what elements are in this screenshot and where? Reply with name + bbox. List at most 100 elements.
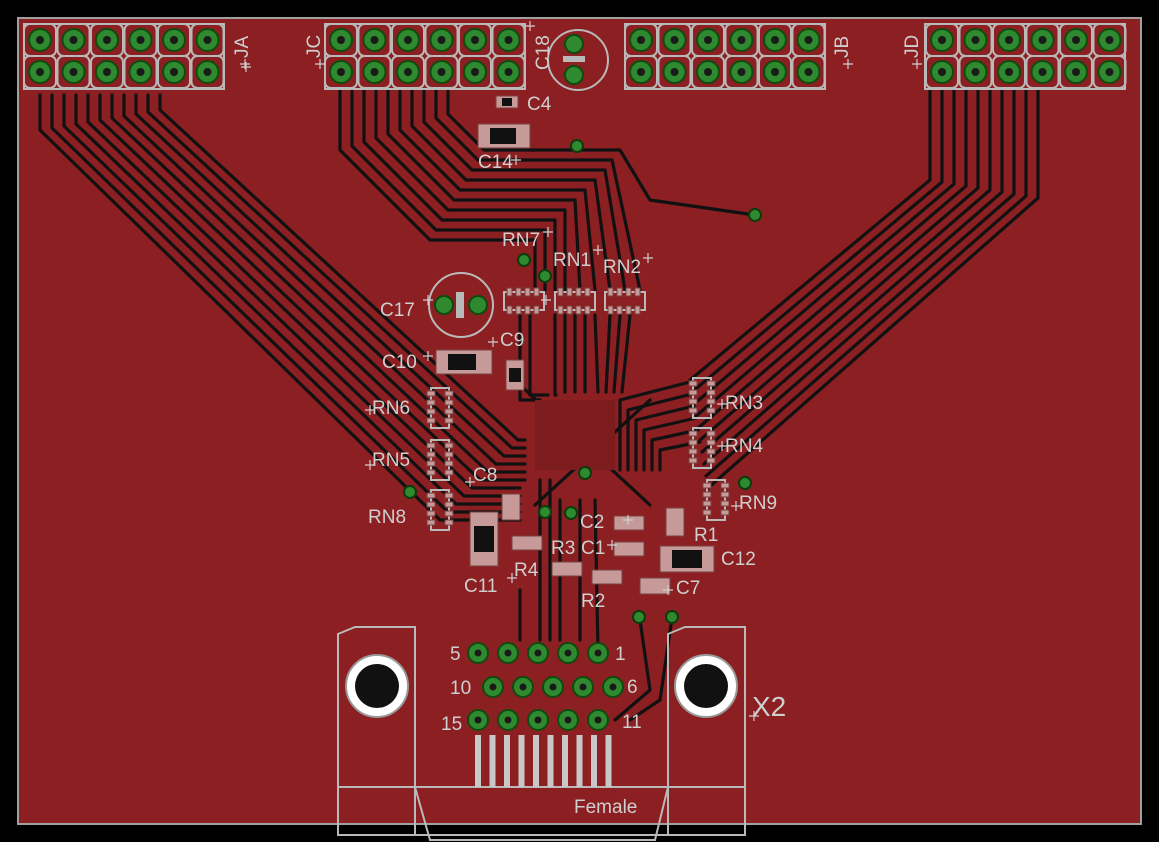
origin-cross <box>423 351 433 361</box>
pad-hole <box>404 36 412 44</box>
rn-pad <box>426 408 436 415</box>
pin-hole <box>594 716 602 724</box>
origin-cross <box>511 155 521 165</box>
traces-jc <box>338 88 757 292</box>
pad-hole <box>103 36 111 44</box>
c1-part <box>613 541 645 557</box>
origin-cross <box>731 501 741 511</box>
header-pad-outline <box>657 55 692 89</box>
rn-pad <box>426 399 436 406</box>
rn8-label: RN8 <box>368 507 406 528</box>
origin-cross <box>643 253 653 263</box>
rn-pad <box>426 417 436 424</box>
header-pad-outline <box>925 55 959 89</box>
rn3-label: RN3 <box>725 393 763 414</box>
pad-hole <box>471 68 479 76</box>
r4-part <box>511 535 543 551</box>
rn-pad <box>444 510 454 517</box>
c11-label: C11 <box>464 576 497 597</box>
rn9-label: RN9 <box>739 493 777 514</box>
rn-pad <box>444 451 454 458</box>
resistor-networks <box>426 287 730 531</box>
pin-hole <box>504 716 512 724</box>
rn-pad <box>557 305 564 315</box>
pin-label-11: 11 <box>622 712 642 733</box>
rn-pad <box>625 287 632 297</box>
rn-pad <box>444 519 454 526</box>
rn-pad <box>720 482 730 489</box>
pad-hole <box>69 36 78 44</box>
pad-hole <box>637 36 645 44</box>
rn7-label: RN7 <box>502 230 540 251</box>
rn-pad <box>720 500 730 507</box>
pad-hole <box>804 36 813 44</box>
pin-label-1: 1 <box>615 644 626 665</box>
rn-pad <box>706 439 716 446</box>
via <box>538 269 552 283</box>
rn-pad <box>524 287 531 297</box>
rn-pad <box>607 287 614 297</box>
header-pad-outline <box>491 55 526 89</box>
rn-pad <box>688 439 698 446</box>
rn-pad <box>515 287 522 297</box>
rn-pad <box>506 287 513 297</box>
pin-hole <box>564 649 572 657</box>
header-pad-outline <box>424 55 459 89</box>
c2-part <box>613 515 645 531</box>
pad-hole <box>1072 36 1080 44</box>
pin-hole <box>549 683 557 691</box>
rn-pad <box>557 287 564 297</box>
rn-pad <box>706 430 716 437</box>
header-pad-outline <box>958 55 993 89</box>
pad-hole <box>370 36 379 44</box>
pin-hole <box>474 716 482 724</box>
pin-hole <box>474 649 482 657</box>
c12-label: C12 <box>721 549 756 570</box>
pad-hole <box>404 68 412 76</box>
pin-hole <box>489 683 497 691</box>
rn-pad <box>706 380 716 387</box>
pin-label-10: 10 <box>450 678 471 699</box>
pad-hole <box>337 68 345 76</box>
c12-part <box>659 545 715 573</box>
db15-finger <box>518 735 525 787</box>
c18-label: C18 <box>533 35 554 70</box>
rn-pad <box>426 492 436 499</box>
connector-x2-label: X2 <box>752 691 786 722</box>
origin-cross <box>593 245 603 255</box>
rn-pad <box>625 305 632 315</box>
rn-pad <box>533 287 540 297</box>
rn-pad <box>426 451 436 458</box>
origin-cross <box>488 337 498 347</box>
rn-pad <box>444 442 454 449</box>
header-pad-outline <box>1025 55 1060 89</box>
rn-outline <box>430 387 450 429</box>
pad-hole <box>971 36 980 44</box>
db15-finger <box>591 735 597 787</box>
via <box>564 506 578 520</box>
rn-pad <box>524 305 531 315</box>
rn-pad <box>634 305 641 315</box>
db15-finger <box>562 735 568 787</box>
vias <box>403 139 762 624</box>
via <box>738 476 752 490</box>
origin-cross <box>749 711 759 721</box>
via <box>665 610 679 624</box>
r1-label: R1 <box>694 525 718 546</box>
pad-hole <box>136 36 145 44</box>
rn-pad <box>426 442 436 449</box>
header-pad-outline <box>357 55 392 89</box>
rn-pad <box>688 389 698 396</box>
origin-cross <box>315 59 325 69</box>
rn4-label: RN4 <box>725 436 763 457</box>
db15-finger <box>533 735 539 787</box>
pad-hole <box>437 36 446 44</box>
pad-hole <box>36 68 44 76</box>
pad-hole <box>1105 68 1114 76</box>
rn-pad <box>702 509 712 516</box>
connector-x2 <box>337 626 746 841</box>
rn-pad <box>566 287 573 297</box>
rn2-label: RN2 <box>603 257 641 278</box>
ic-footprint <box>535 400 615 470</box>
header-pad-outline <box>1092 55 1127 89</box>
